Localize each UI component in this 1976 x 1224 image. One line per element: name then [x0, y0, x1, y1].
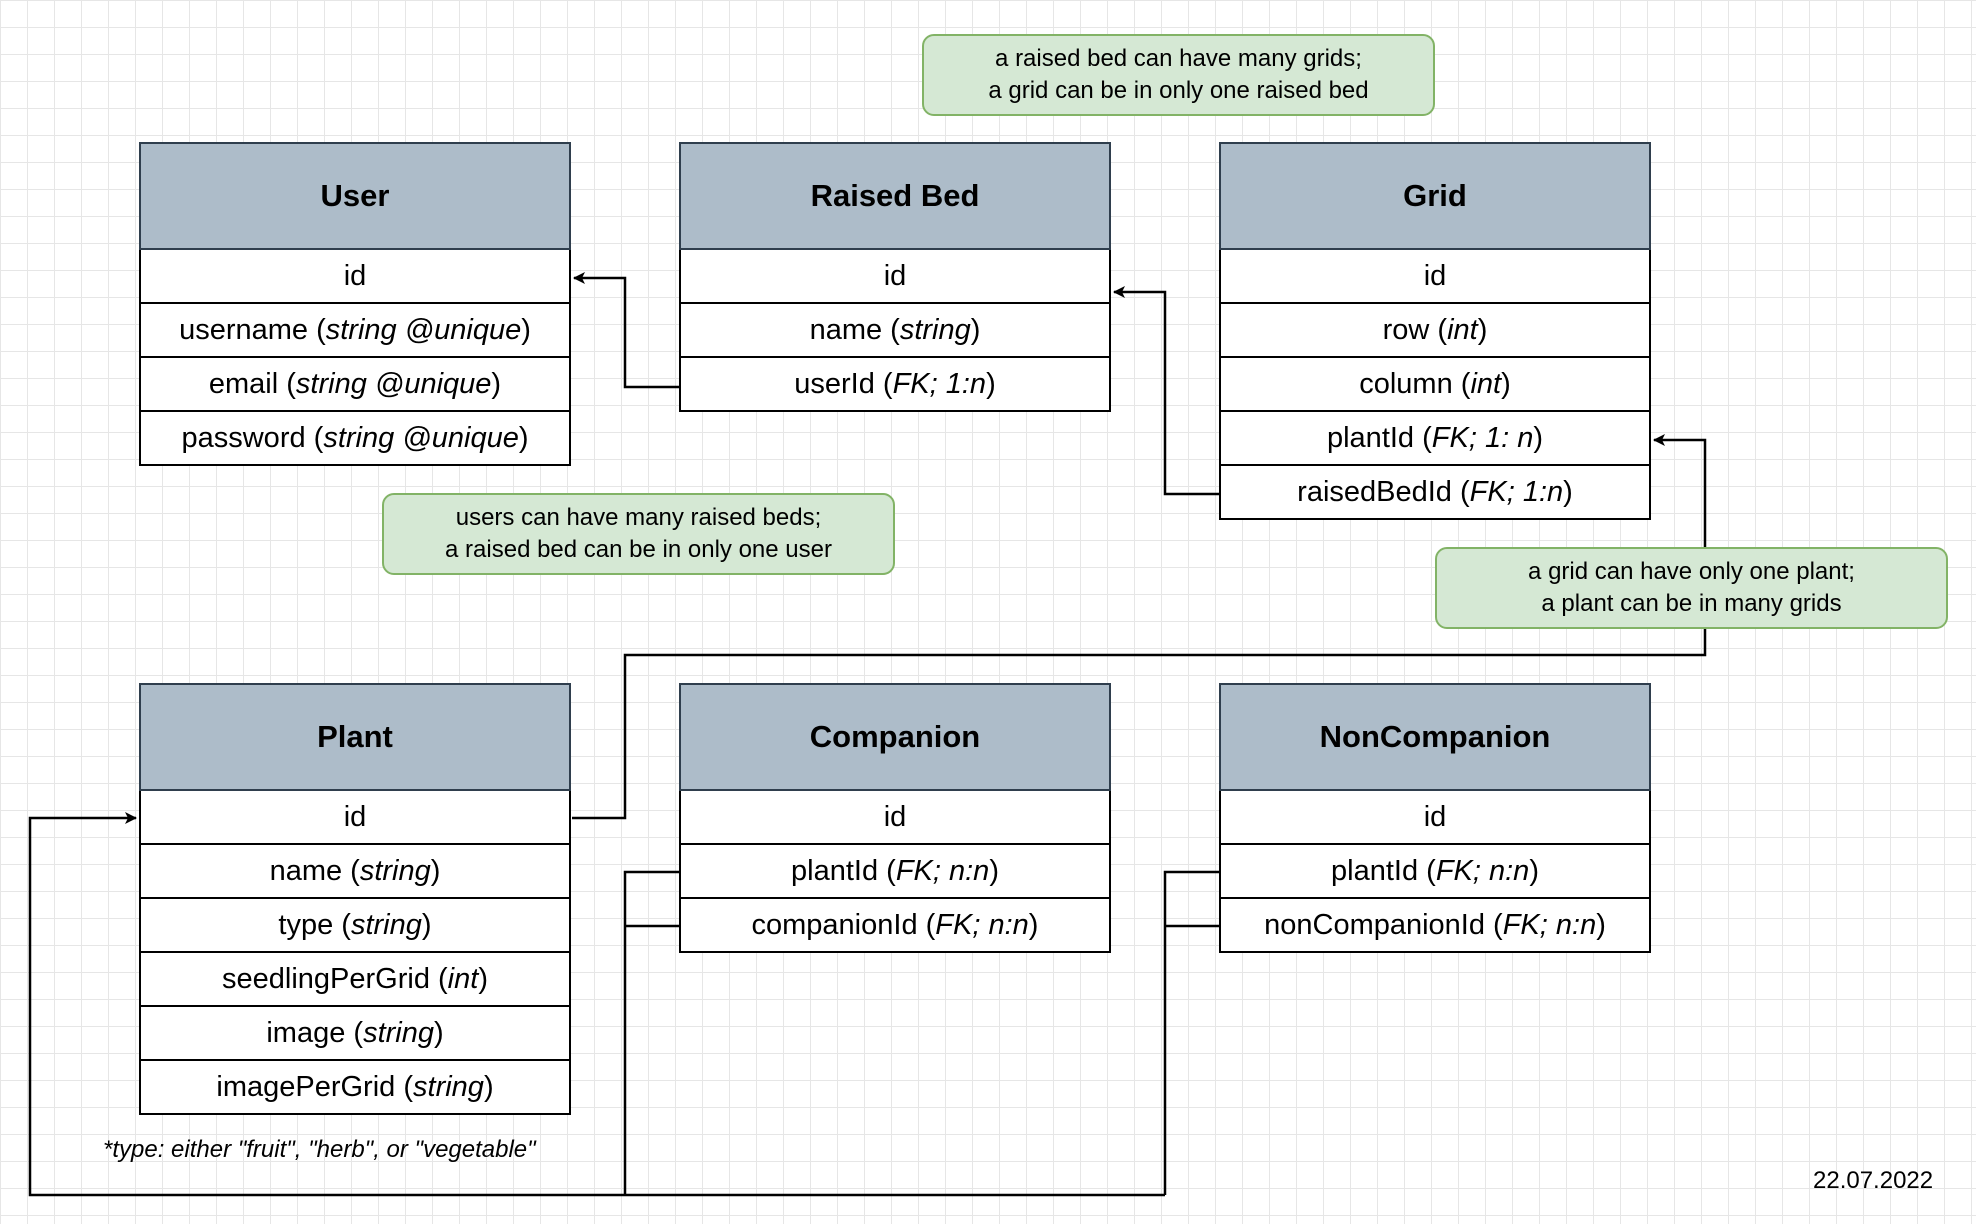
- connector-raisedbed-userid-to-user-id: [573, 272, 680, 389]
- field-noncompanionid: nonCompanionId (FK; n:n): [1219, 899, 1651, 953]
- field-type: int: [447, 962, 479, 995]
- field-name: userId: [794, 367, 875, 400]
- field-id: id: [1219, 250, 1651, 304]
- field-name: row: [1382, 313, 1430, 346]
- field-name: imagePerGrid: [216, 1070, 396, 1103]
- field-name: name (string): [679, 304, 1111, 358]
- field-name: companionId: [751, 908, 918, 941]
- entity-title: Plant: [139, 683, 571, 791]
- field-type: int: [1470, 367, 1502, 400]
- field-name: plantId: [1331, 854, 1419, 887]
- field-type: int: [1447, 313, 1478, 346]
- field-raisedbedid: raisedBedId (FK; 1:n): [1219, 466, 1651, 520]
- field-name: email: [208, 367, 279, 400]
- field-name: image: [266, 1016, 346, 1049]
- field-name: password: [181, 421, 306, 454]
- entity-grid: Grid id row (int)column (int)plantId (FK;…: [1219, 142, 1651, 520]
- field-name: seedlingPerGrid: [222, 962, 430, 995]
- note-line: a grid can be in only one raised bed: [988, 77, 1369, 104]
- field-name: id: [343, 800, 367, 833]
- entity-title: Raised Bed: [679, 142, 1111, 250]
- field-type: FK; 1:n: [892, 367, 987, 400]
- field-name: type: [278, 908, 334, 941]
- field-plantid: plantId (FK; n:n): [679, 845, 1111, 899]
- field-id: id: [139, 250, 571, 304]
- field-name: name (string): [139, 845, 571, 899]
- connector-grid-raisedbedid-to-raisedbed-id: [1113, 286, 1219, 496]
- field-id: id: [679, 791, 1111, 845]
- note-users-raised-beds: users can have many raised beds; a raised…: [382, 493, 895, 575]
- note-line: a raised bed can have many grids;: [995, 45, 1362, 72]
- field-plantid: plantId (FK; 1: n): [1219, 412, 1651, 466]
- field-name: id: [1423, 259, 1447, 292]
- field-plantid: plantId (FK; n:n): [1219, 845, 1651, 899]
- field-type: FK; n:n: [1502, 908, 1597, 941]
- field-type: string: [359, 854, 431, 887]
- field-type: string: [413, 1070, 484, 1103]
- entity-raised-bed: Raised Bed id name (string)userId (FK; 1:…: [679, 142, 1111, 412]
- plant-type-footnote: *type: either "fruit", "herb", or "veget…: [103, 1136, 536, 1163]
- field-name: id: [1423, 800, 1447, 833]
- field-type: FK; n:n: [1435, 854, 1530, 887]
- field-name: nonCompanionId: [1264, 908, 1485, 941]
- field-seedlingpergrid: seedlingPerGrid (int): [139, 953, 571, 1007]
- note-raised-bed-grids: a raised bed can have many grids; a grid …: [922, 34, 1435, 116]
- field-email: email (string @unique): [139, 358, 571, 412]
- field-type: FK; n:n: [895, 854, 990, 887]
- diagram-date: 22.07.2022: [1813, 1167, 1934, 1194]
- field-name: plantId: [1326, 421, 1415, 454]
- note-line: users can have many raised beds;: [455, 504, 822, 531]
- field-row: row (int): [1219, 304, 1651, 358]
- field-name: plantId: [791, 854, 879, 887]
- field-name: name: [269, 854, 343, 887]
- field-type: FK; 1: n: [1431, 421, 1534, 454]
- field-type: string @unique: [323, 421, 519, 454]
- entity-title: NonCompanion: [1219, 683, 1651, 791]
- connector-bottom-bus-to-plant-id: [28, 812, 1165, 1197]
- entity-title: Grid: [1219, 142, 1651, 250]
- field-username: username (string @unique): [139, 304, 571, 358]
- entity-user: User id username (string @unique)email (s…: [139, 142, 571, 466]
- field-userid: userId (FK; 1:n): [679, 358, 1111, 412]
- field-type: FK; 1:n: [1469, 475, 1564, 508]
- field-name: username: [179, 313, 309, 346]
- field-name: id: [343, 259, 367, 292]
- field-name: column: [1359, 367, 1453, 400]
- field-type: string: [899, 313, 971, 346]
- field-companionid: companionId (FK; n:n): [679, 899, 1111, 953]
- entity-title: User: [139, 142, 571, 250]
- connector-noncompanion-plantid-bus: [1163, 870, 1219, 1195]
- field-type: string @unique: [325, 313, 522, 346]
- field-id: id: [679, 250, 1111, 304]
- field-id: id: [1219, 791, 1651, 845]
- entity-title: Companion: [679, 683, 1111, 791]
- field-password: password (string @unique): [139, 412, 571, 466]
- field-id: id: [139, 791, 571, 845]
- field-type: FK; n:n: [935, 908, 1029, 941]
- field-name: id: [883, 259, 907, 292]
- field-name: name: [809, 313, 883, 346]
- field-column: column (int): [1219, 358, 1651, 412]
- note-grid-plant: a grid can have only one plant; a plant c…: [1435, 547, 1948, 629]
- connector-plant-id-to-grid-plantid: [572, 434, 1707, 820]
- field-type: type (string): [139, 899, 571, 953]
- note-line: a grid can have only one plant;: [1528, 558, 1855, 585]
- field-type: string: [363, 1016, 434, 1049]
- connector-companion-plantid-bus: [623, 870, 680, 1195]
- field-type: string @unique: [295, 367, 492, 400]
- field-image: image (string): [139, 1007, 571, 1061]
- note-line: a raised bed can be in only one user: [445, 536, 832, 563]
- note-line: a plant can be in many grids: [1541, 590, 1842, 617]
- field-imagepergrid: imagePerGrid (string): [139, 1061, 571, 1115]
- field-name: raisedBedId: [1297, 475, 1452, 508]
- field-name: id: [883, 800, 907, 833]
- field-type: string: [350, 908, 422, 941]
